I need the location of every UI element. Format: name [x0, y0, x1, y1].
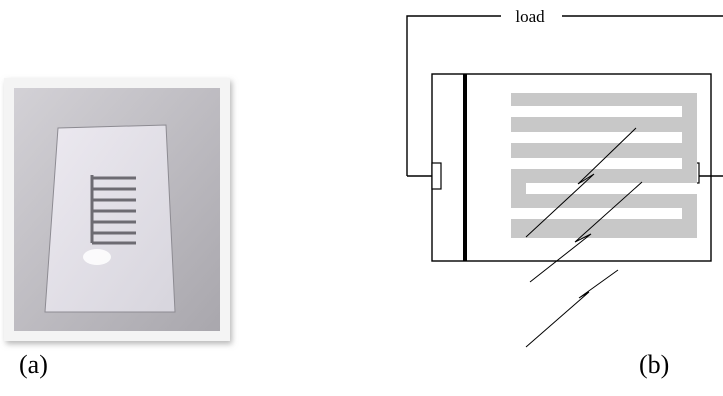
- caption-a: (a): [19, 350, 48, 379]
- left-contact: [431, 162, 442, 190]
- glass-plate: [44, 124, 176, 313]
- light-rays: [525, 127, 643, 348]
- glare: [83, 249, 111, 265]
- device-schematic: load: [406, 7, 723, 348]
- load-label: load: [515, 7, 545, 26]
- electrode-pattern: [90, 175, 136, 245]
- device-photo: [4, 78, 230, 341]
- panel-a: (a): [0, 0, 270, 391]
- panel-b: load (b): [395, 0, 723, 391]
- caption-b: (b): [639, 350, 670, 379]
- interdigitated-electrode: [511, 93, 697, 238]
